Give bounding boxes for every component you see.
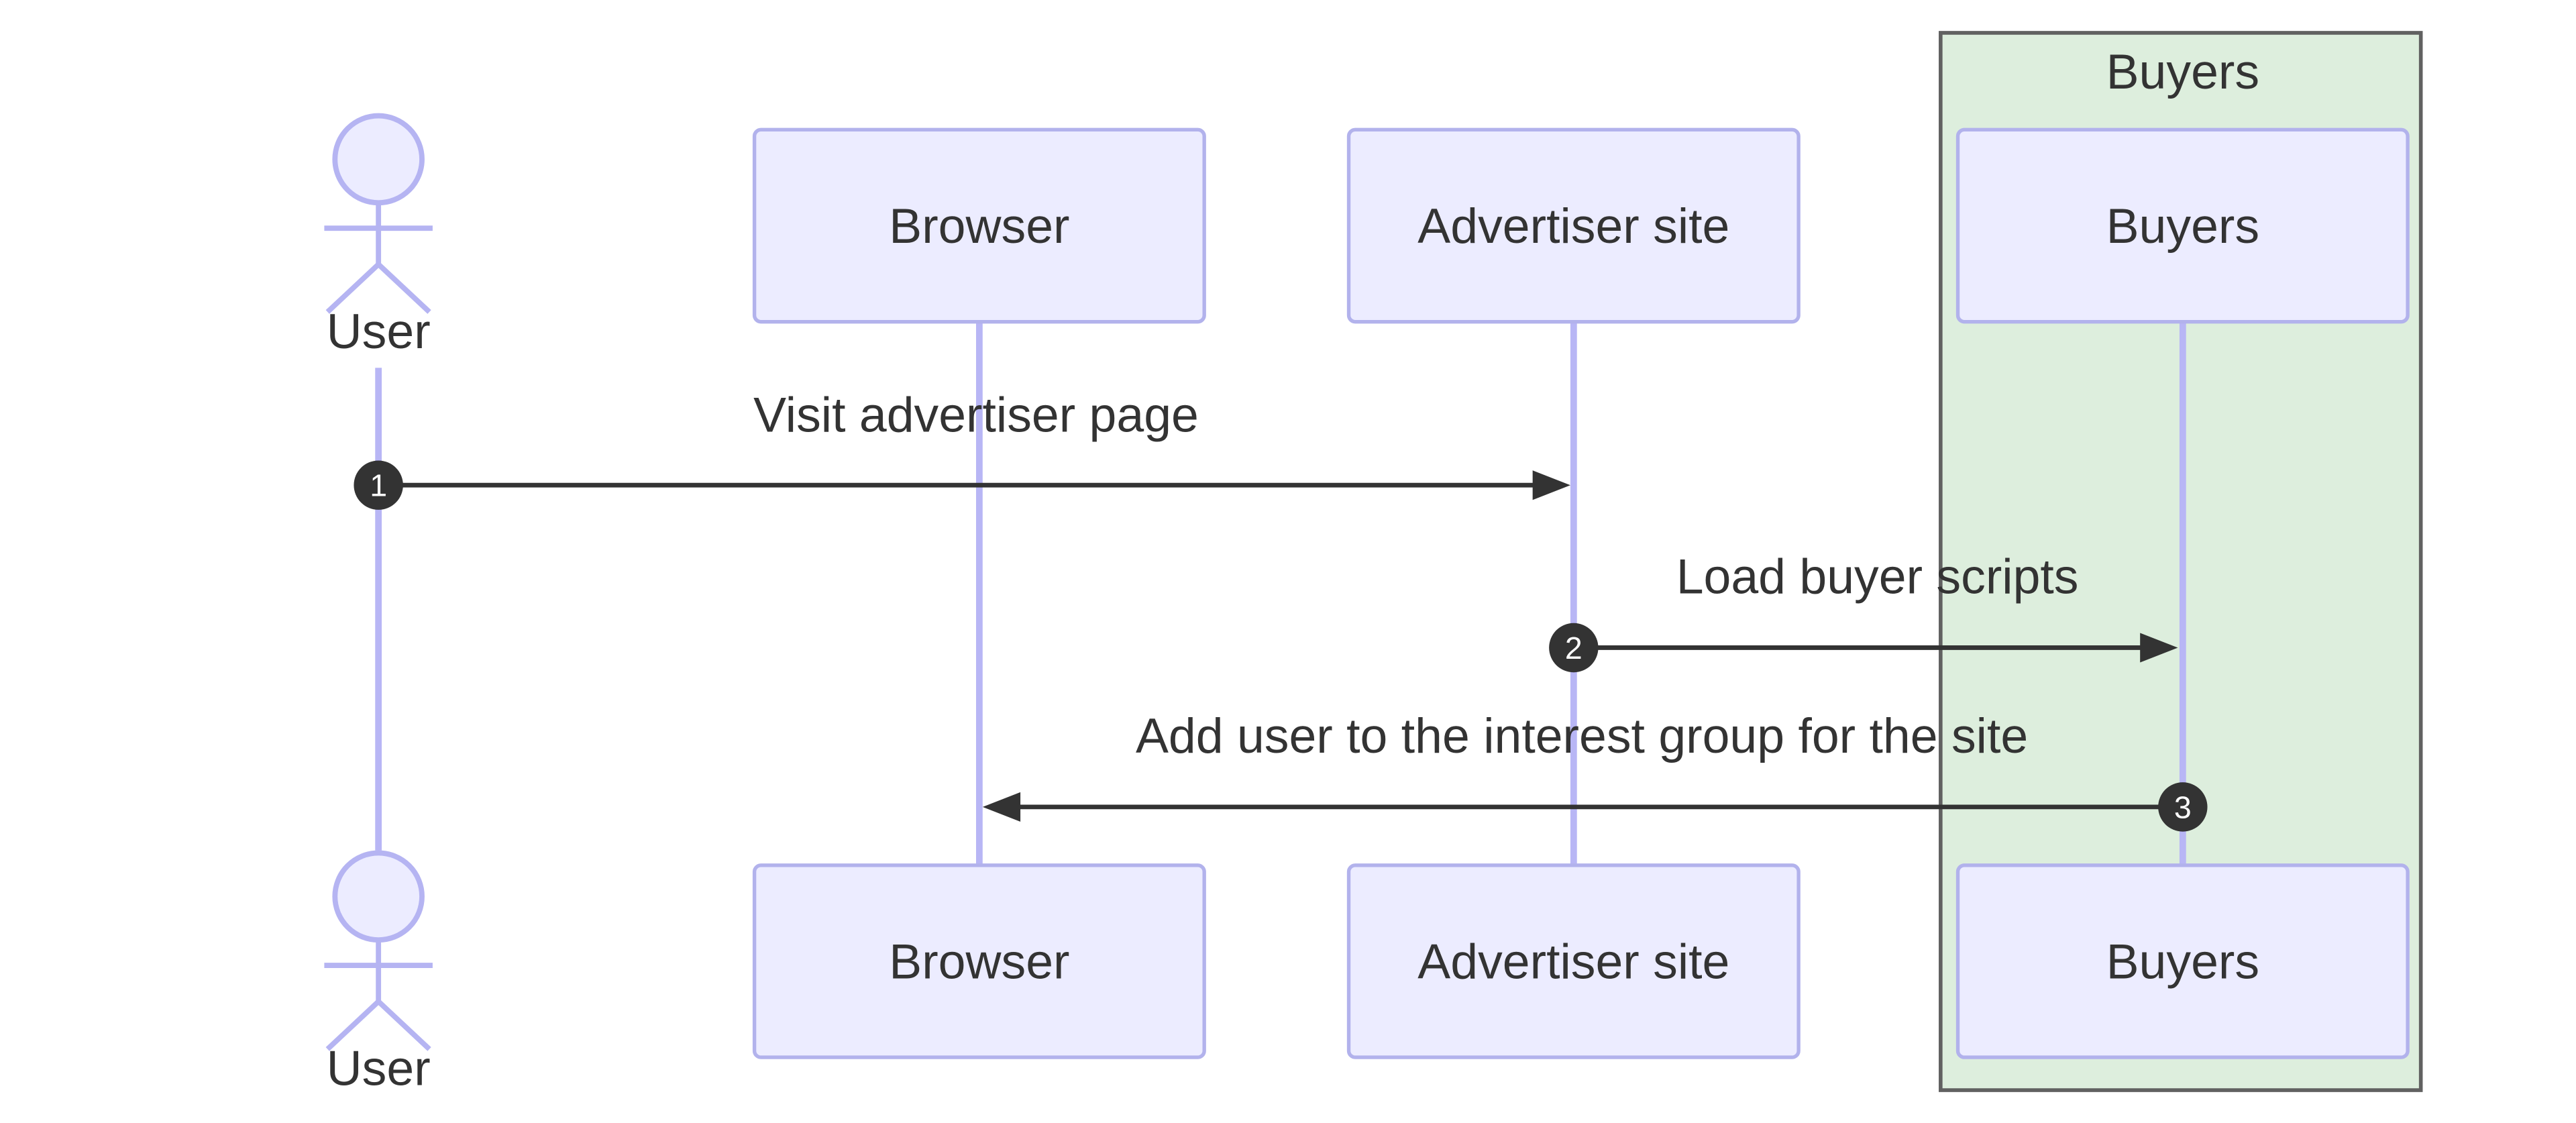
participant-box xyxy=(1955,127,2410,324)
buyers-group-title: Buyers xyxy=(2106,44,2259,99)
participant-buyers-bottom: Buyers xyxy=(1955,863,2410,1059)
sequence-number: 1 xyxy=(370,468,387,503)
actor-user-bottom: User xyxy=(324,850,433,1096)
sequence-number: 3 xyxy=(2174,790,2192,824)
participant-label: Buyers xyxy=(2106,199,2259,254)
actor-user-top: User xyxy=(324,113,433,359)
arrowhead-right-icon xyxy=(2140,633,2178,663)
participant-label: Advertiser site xyxy=(1417,934,1729,990)
sequence-number-badge xyxy=(354,460,403,510)
arrowhead-right-icon xyxy=(1532,470,1570,500)
participant-browser-bottom: Browser xyxy=(752,863,1206,1059)
actor-user-label-bottom: User xyxy=(327,1041,431,1096)
actor-right-leg-icon xyxy=(376,262,431,314)
message-label: Load buyer scripts xyxy=(1676,549,2079,604)
message-label: Visit advertiser page xyxy=(753,388,1199,443)
actor-left-leg-icon xyxy=(325,262,380,314)
participant-box xyxy=(1346,863,1801,1059)
participant-label: Browser xyxy=(889,199,1069,254)
sequence-number-badge xyxy=(1549,623,1599,673)
arrowhead-left-icon xyxy=(982,792,1021,822)
message-1: Visit advertiser page 1 xyxy=(354,388,1570,510)
participant-box xyxy=(752,863,1206,1059)
participant-label: Buyers xyxy=(2106,934,2259,990)
participant-advertiser-site-bottom: Advertiser site xyxy=(1346,863,1801,1059)
participant-advertiser-site-top: Advertiser site xyxy=(1346,127,1801,324)
participant-box xyxy=(1955,863,2410,1059)
participant-box xyxy=(1346,127,1801,324)
message-2: Load buyer scripts 2 xyxy=(1549,549,2178,673)
message-3: Add user to the interest group for the s… xyxy=(982,708,2208,832)
actor-head-icon xyxy=(332,850,425,943)
participant-box xyxy=(752,127,1206,324)
participant-buyers-top: Buyers xyxy=(1955,127,2410,324)
participant-browser-top: Browser xyxy=(752,127,1206,324)
sequence-number: 2 xyxy=(1565,631,1582,665)
actor-head-icon xyxy=(332,113,425,206)
actor-user-label-top: User xyxy=(327,304,431,359)
participant-label: Browser xyxy=(889,934,1069,990)
sequence-number-badge xyxy=(2158,782,2208,832)
actor-right-leg-icon xyxy=(376,1000,431,1051)
participant-label: Advertiser site xyxy=(1417,199,1729,254)
message-label: Add user to the interest group for the s… xyxy=(1136,708,2028,763)
actor-left-leg-icon xyxy=(325,1000,380,1051)
